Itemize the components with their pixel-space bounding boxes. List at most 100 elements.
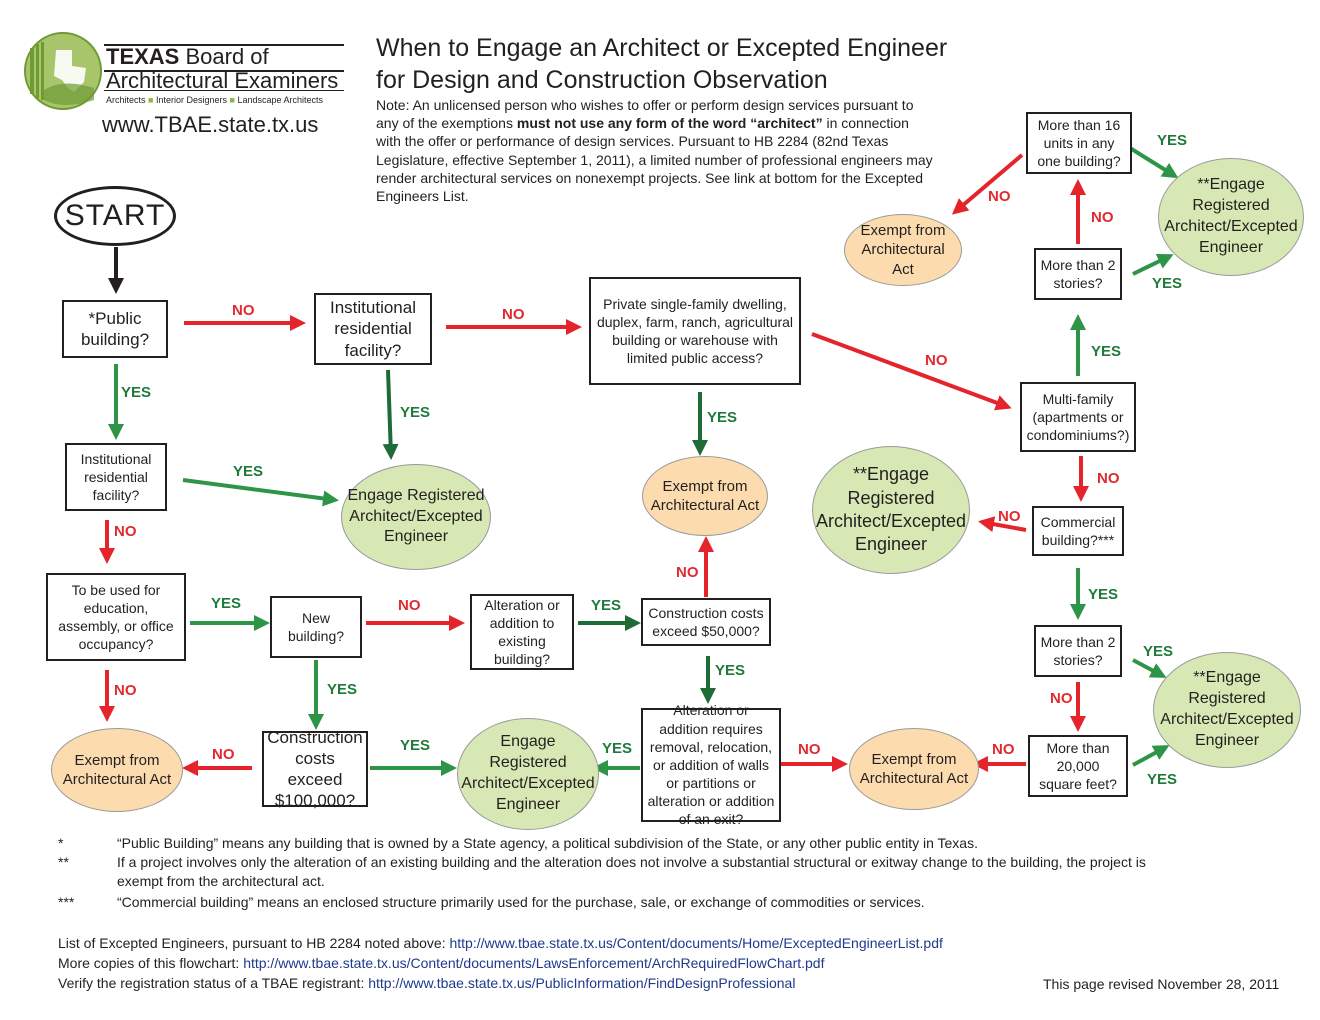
institutional-residential-left-decision: Institutional residential facility? [65, 443, 167, 511]
link-label: More copies of this flowchart: [58, 955, 244, 971]
yes-label: YES [121, 384, 152, 401]
no-label: NO [502, 306, 525, 323]
more-than-16-units-decision: More than 16 units in any one building? [1026, 112, 1132, 174]
logo-org-bold: TEXAS [106, 44, 180, 69]
yes-label: YES [1091, 343, 1122, 360]
private-single-family-decision: Private single-family dwelling, duplex, … [589, 277, 801, 385]
arrow-yes [182, 478, 339, 507]
no-label: NO [114, 682, 137, 699]
no-label: NO [1097, 470, 1120, 487]
footnote-2: ** If a project involves only the altera… [58, 853, 1238, 891]
arrow-no [951, 153, 1024, 215]
footnote-1: * “Public Building” means any building t… [58, 834, 1238, 853]
yes-label: YES [233, 463, 264, 480]
yes-label: YES [1147, 771, 1178, 788]
tbae-logo: TEXAS Board of Architectural Examiners A… [22, 30, 352, 140]
exempt-outcome: Exempt from Architectural Act [642, 456, 768, 536]
start-node: START [54, 186, 176, 246]
no-label: NO [232, 302, 255, 319]
arrow-no [811, 332, 1012, 411]
yes-label: YES [602, 740, 633, 757]
engage-architect-star-outcome: **Engage Registered Architect/Excepted E… [1153, 652, 1301, 768]
excepted-engineers-link[interactable]: http://www.tbae.state.tx.us/Content/docu… [449, 935, 943, 951]
note-bold: must not use any form of the word “archi… [516, 115, 823, 132]
links-block: List of Excepted Engineers, pursuant to … [58, 933, 1018, 993]
no-label: NO [398, 597, 421, 614]
footnote-mark: *** [58, 894, 75, 910]
yes-label: YES [1157, 132, 1188, 149]
education-occupancy-decision: To be used for education, assembly, or o… [46, 573, 186, 661]
link-label: Verify the registration status of a TBAE… [58, 975, 369, 991]
no-label: NO [676, 564, 699, 581]
more-than-2-stories-top-decision: More than 2 stories? [1034, 248, 1122, 300]
page-title: When to Engage an Architect or Excepted … [376, 32, 947, 96]
engage-architect-star-outcome: **Engage Registered Architect/Excepted E… [812, 446, 970, 574]
alteration-addition-decision: Alteration or addition to existing build… [470, 594, 574, 670]
tagline-item: Architects [106, 95, 146, 105]
yes-label: YES [1143, 643, 1174, 660]
exempt-outcome: Exempt from Architectural Act [51, 728, 183, 812]
logo-tagline: Architects ■ Interior Designers ■ Landsc… [106, 95, 324, 105]
yes-label: YES [591, 597, 622, 614]
header-note: Note: An unlicensed person who wishes to… [376, 96, 936, 205]
yes-label: YES [1088, 586, 1119, 603]
no-label: NO [925, 352, 948, 369]
arrow-yes [1128, 146, 1179, 179]
no-label: NO [988, 188, 1011, 205]
texas-seal-icon [24, 32, 102, 110]
logo-url[interactable]: www.TBAE.state.tx.us [102, 112, 319, 137]
engage-architect-star-outcome: **Engage Registered Architect/Excepted E… [1158, 158, 1304, 276]
yes-label: YES [400, 737, 431, 754]
find-design-professional-link[interactable]: http://www.tbae.state.tx.us/PublicInform… [368, 975, 796, 991]
more-than-20000-sqft-decision: More than 20,000 square feet? [1028, 735, 1128, 797]
no-label: NO [114, 523, 137, 540]
link-label: List of Excepted Engineers, pursuant to … [58, 935, 450, 951]
footnote-mark: ** [58, 854, 69, 870]
tagline-item: Landscape Architects [237, 95, 324, 105]
link-line: List of Excepted Engineers, pursuant to … [58, 933, 1018, 953]
logo-line2: Architectural Examiners [106, 68, 339, 93]
link-line: Verify the registration status of a TBAE… [58, 973, 1018, 993]
engage-architect-outcome: Engage Registered Architect/Excepted Eng… [341, 464, 491, 570]
note-text-1: Note: An unlicensed person who wishes to… [376, 97, 914, 132]
arrow-yes [382, 369, 399, 460]
footnote-text: If a project involves only the alteratio… [117, 854, 1146, 889]
tagline-item: Interior Designers [155, 95, 228, 105]
footnote-3: *** “Commercial building” means an enclo… [58, 893, 1238, 912]
no-label: NO [1050, 690, 1073, 707]
no-label: NO [212, 746, 235, 763]
exempt-outcome: Exempt from Architectural Act [849, 728, 979, 810]
yes-label: YES [327, 681, 358, 698]
institutional-residential-decision: Institutional residential facility? [314, 293, 432, 365]
title-line-1: When to Engage an Architect or Excepted … [376, 34, 948, 62]
yes-label: YES [211, 595, 242, 612]
revised-date: This page revised November 28, 2011 [1043, 976, 1280, 992]
more-than-2-stories-bottom-decision: More than 2 stories? [1034, 625, 1122, 677]
public-building-decision: *Public building? [62, 300, 168, 358]
footnote-mark: * [58, 835, 64, 851]
no-label: NO [1091, 209, 1114, 226]
commercial-building-decision: Commercial building?*** [1032, 506, 1124, 556]
arrow-no [978, 516, 1027, 533]
alteration-requires-decision: Alteration or addition requires removal,… [641, 702, 781, 827]
title-line-2: for Design and Construction Observation [376, 66, 828, 94]
logo-org-line: TEXAS Board of [106, 44, 269, 70]
cost-exceed-100000-decision: Construction costs exceed $100,000? [262, 728, 368, 810]
cost-exceed-50000-decision: Construction costs exceed $50,000? [641, 598, 771, 646]
no-label: NO [998, 508, 1021, 525]
yes-label: YES [400, 404, 431, 421]
yes-label: YES [707, 409, 738, 426]
note-text-2: in connection with the offer or performa… [376, 115, 933, 205]
new-building-decision: New building? [270, 596, 362, 658]
flowchart-copies-link[interactable]: http://www.tbae.state.tx.us/Content/docu… [243, 955, 825, 971]
no-label: NO [798, 741, 821, 758]
footnote-text: “Commercial building” means an enclosed … [117, 894, 925, 910]
footnote-text: “Public Building” means any building tha… [117, 835, 978, 851]
no-label: NO [992, 741, 1015, 758]
multifamily-decision: Multi-family (apartments or condominiums… [1020, 382, 1136, 452]
exempt-outcome: Exempt from Architectural Act [844, 214, 962, 286]
logo-org-rest: Board of [185, 44, 269, 69]
engage-architect-outcome: Engage Registered Architect/Excepted Eng… [457, 718, 599, 830]
link-line: More copies of this flowchart: http://ww… [58, 953, 1018, 973]
